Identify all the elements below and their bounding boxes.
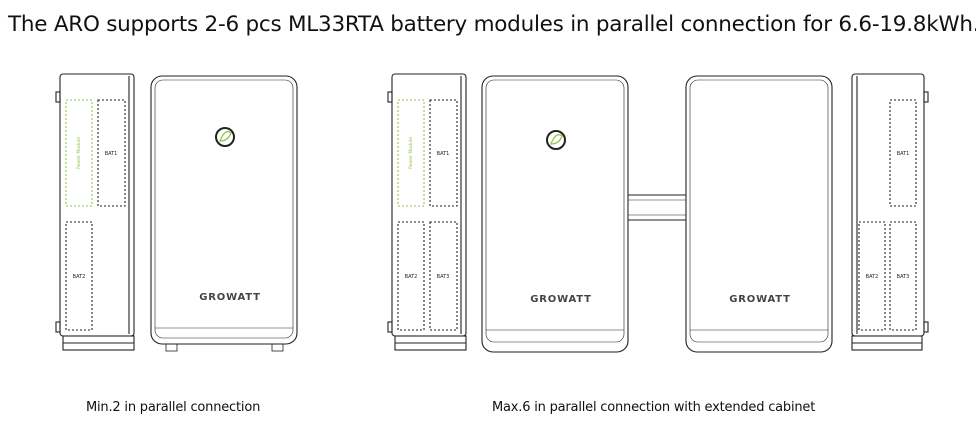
front-view-min: GROWATT [150, 75, 298, 352]
bat3-label: BAT3 [437, 274, 450, 280]
front-view-main: GROWATT [481, 75, 629, 353]
brand-logo: GROWATT [729, 294, 790, 305]
side-view-min: Power Module BAT1 BAT2 [55, 73, 135, 351]
side-view-extended-cabinet: BAT1 BAT2 BAT3 [851, 73, 929, 351]
bat2-label: BAT2 [405, 274, 418, 280]
connection-bar [628, 194, 686, 221]
bat2-label: BAT2 [73, 274, 86, 280]
front-view-extended-cabinet: GROWATT [685, 75, 833, 353]
power-module-label: Power Module [76, 137, 82, 169]
bat1-label: BAT1 [897, 151, 910, 157]
bat1-label: BAT1 [105, 151, 118, 157]
caption-min-parallel: Min.2 in parallel connection [86, 400, 261, 415]
power-module-label: Power Module [408, 137, 414, 169]
brand-logo: GROWATT [530, 294, 591, 305]
bat1-label: BAT1 [437, 151, 450, 157]
headline: The ARO supports 2-6 pcs ML33RTA battery… [8, 12, 976, 37]
bat2-label: BAT2 [866, 274, 879, 280]
brand-logo: GROWATT [199, 292, 260, 303]
bat3-label: BAT3 [897, 274, 910, 280]
side-view-max: Power Module BAT1 BAT2 BAT3 [387, 73, 467, 351]
caption-max-parallel: Max.6 in parallel connection with extend… [492, 400, 816, 415]
